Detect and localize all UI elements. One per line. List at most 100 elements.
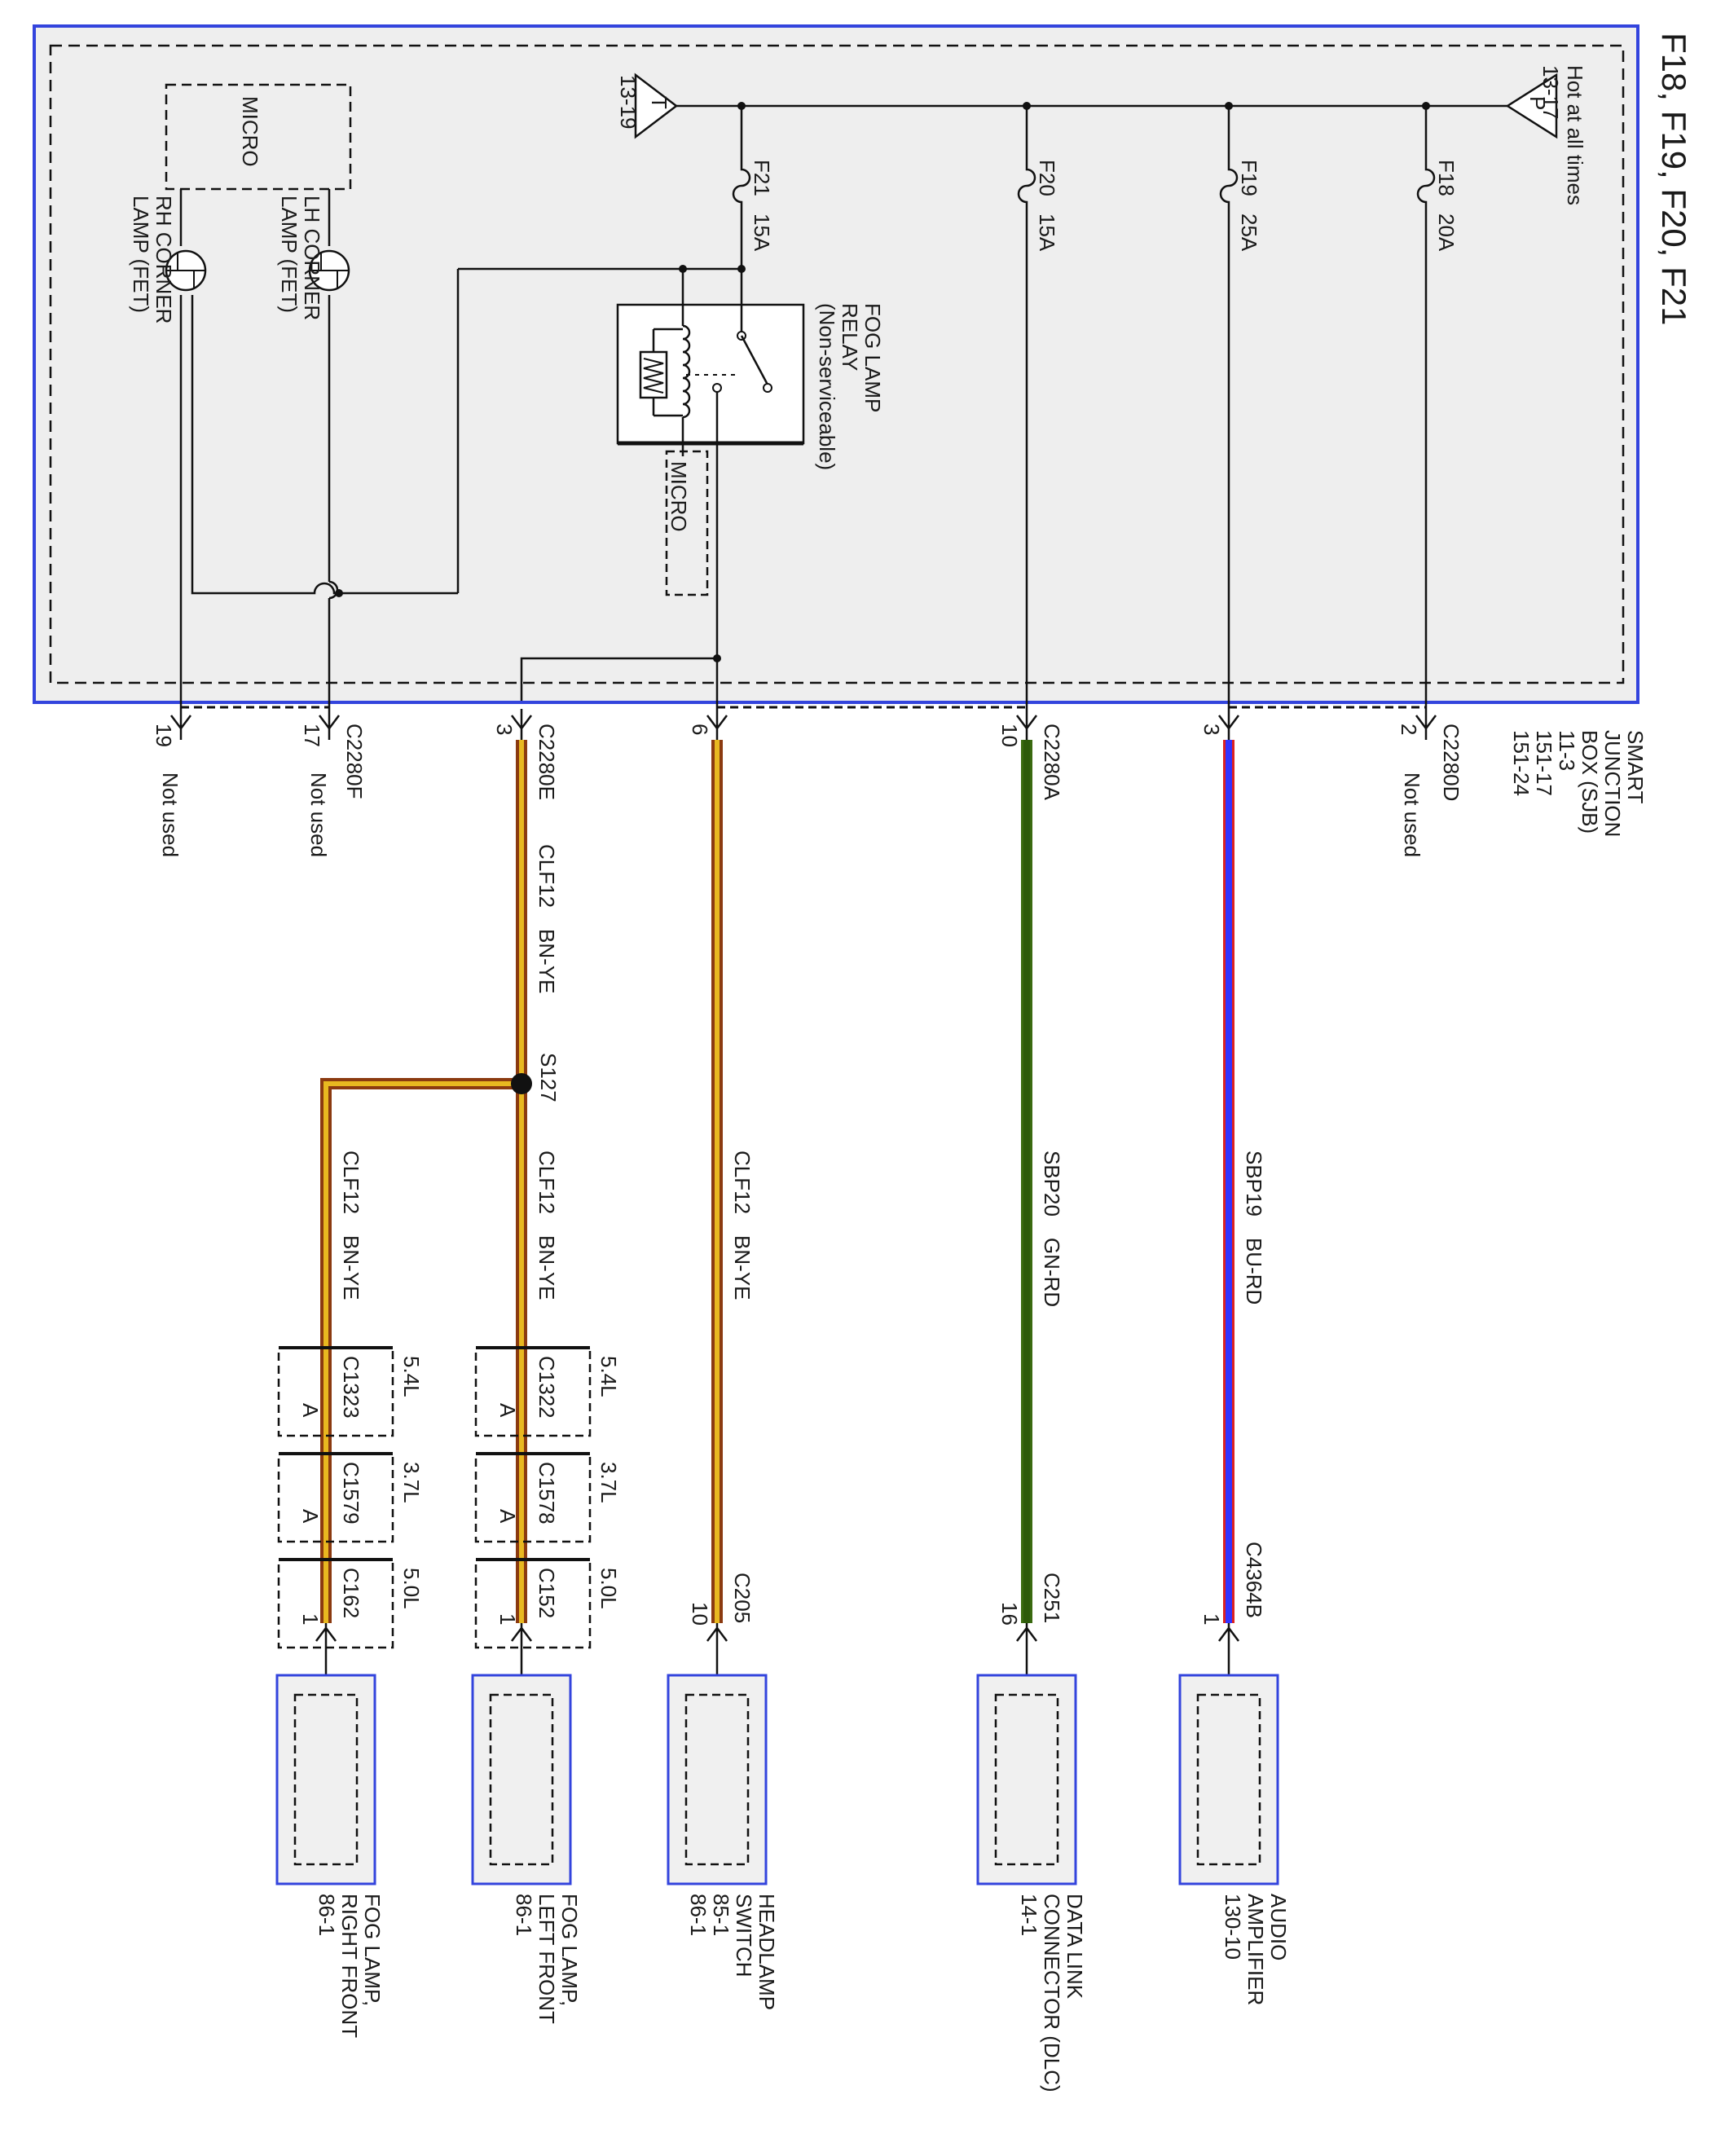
svg-text:86-1: 86-1 [315, 1894, 339, 1936]
pin-c2280d-num: 2 [1397, 724, 1421, 735]
svg-text:CONNECTOR (DLC): CONNECTOR (DLC) [1040, 1894, 1064, 2092]
svg-text:AMPLIFIER: AMPLIFIER [1243, 1894, 1268, 2005]
svg-text:AUDIO: AUDIO [1266, 1894, 1291, 1960]
sjb-pin-arrow-5 [319, 709, 340, 740]
left-c1-engine: 5.4L [596, 1356, 621, 1397]
hot-source-label: Hot at all times [1563, 65, 1587, 205]
sjb-pin-arrow-0 [1415, 709, 1437, 740]
fuse-f20-label: F20 [1035, 160, 1059, 196]
left-c1-conn: C1322 [535, 1356, 559, 1419]
comp-c251-pin: 16 [997, 1602, 1022, 1626]
left-c1-pin: A [495, 1403, 520, 1418]
comp-c205-conn: C205 [730, 1573, 755, 1623]
lh-fet-line1: LH CORNER [300, 196, 324, 320]
ref-source-letter: T [647, 96, 671, 109]
micro-block-label: MICRO [238, 96, 262, 167]
page-title: F18, F19, F20, F21 [1655, 33, 1693, 326]
relay-name: FOG LAMP [860, 303, 885, 412]
splice-s127-label: S127 [536, 1053, 561, 1102]
component-pin-arrow-2 [706, 1623, 728, 1675]
pin-c2280f-note: Not used [306, 772, 331, 857]
wire-clf12-headlamp-label: CLF12BN-YE [730, 1151, 755, 1300]
pin-19-num: 19 [152, 724, 176, 747]
pin-headlamp-num: 6 [688, 724, 712, 735]
pin-c2280e-conn: C2280E [535, 724, 559, 800]
sjb-pin-arrow-4 [511, 709, 532, 740]
svg-text:85-1: 85-1 [709, 1894, 733, 1936]
right-c2-pin: A [298, 1509, 323, 1524]
svg-text:FOG LAMP,: FOG LAMP, [360, 1894, 385, 2006]
fuse-f20-rating: 15A [1035, 213, 1059, 252]
pin-c2280a-num: 10 [997, 724, 1022, 747]
component-pin-arrows [315, 1623, 1239, 1675]
pin-c2280e-num: 3 [492, 724, 517, 735]
component-box-3 [471, 1674, 572, 1885]
svg-text:86-1: 86-1 [686, 1894, 711, 1936]
triangle-t-icon [634, 73, 679, 139]
ref-source-label: 13-19 [616, 75, 640, 130]
hot-source-ref: 13-17 [1538, 65, 1563, 120]
fuse-f19-label: F19 [1237, 160, 1261, 196]
sjb-label: SMART JUNCTION BOX (SJB) 11-3 151-17 151… [1509, 730, 1648, 837]
fuse-f18-rating: 20A [1434, 213, 1459, 252]
hot-source: P Hot at all times 13-17 [1505, 65, 1587, 205]
relay-output-wiring [344, 267, 742, 709]
wire-clf12-left-label: CLF12BN-YE [535, 1151, 559, 1300]
fuse-f18-label: F18 [1434, 160, 1459, 196]
lh-corner-fet-icon [308, 249, 350, 292]
left-c3-engine: 5.0L [596, 1568, 621, 1609]
sjb-pin-arrow-3 [706, 709, 728, 740]
component-pin-arrow-4 [315, 1623, 337, 1675]
left-c3-conn: C152 [535, 1568, 559, 1618]
right-c1-conn: C1323 [339, 1356, 363, 1419]
fuse-branches [732, 106, 1436, 709]
relay-line2: RELAY [838, 303, 862, 371]
wire-clf12-right-label: CLF12BN-YE [339, 1151, 363, 1300]
rh-corner-fet-icon [165, 249, 207, 292]
svg-text:LEFT FRONT: LEFT FRONT [535, 1894, 559, 2024]
hot-source-letter: P [1525, 96, 1550, 110]
comp-c4364b-conn: C4364B [1242, 1542, 1266, 1618]
relay-micro-label: MICRO [667, 461, 691, 532]
inline-divider-lines [279, 1346, 590, 1561]
fog-lamp-relay: FOG LAMP RELAY (Non-serviceable) [616, 269, 885, 658]
component-inner-0 [1196, 1693, 1261, 1866]
svg-text:FOG LAMP,: FOG LAMP, [557, 1894, 582, 2006]
svg-text:151-24: 151-24 [1509, 730, 1534, 796]
svg-text:14-1: 14-1 [1017, 1894, 1041, 1936]
relay-line3: (Non-serviceable) [815, 303, 839, 470]
ref-source: T 13-19 [616, 73, 679, 139]
left-c2-conn: C1578 [535, 1462, 559, 1525]
component-inner-2 [684, 1693, 750, 1866]
component-inner-3 [489, 1693, 554, 1866]
component-pin-arrow-3 [511, 1623, 532, 1675]
component-box-1 [976, 1674, 1077, 1885]
wire-clf12-upper-label: CLF12BN-YE [535, 844, 559, 994]
inline-connectors-right [277, 1346, 394, 1649]
components [275, 1674, 1279, 1885]
component-pin-arrow-0 [1218, 1623, 1239, 1675]
left-c3-pin: 1 [495, 1613, 520, 1625]
fet-wiring [179, 189, 344, 709]
component-pin-arrow-1 [1016, 1623, 1037, 1675]
fuse-f19-rating: 25A [1237, 213, 1261, 252]
pin-f19-num: 3 [1199, 724, 1224, 735]
right-c3-pin: 1 [298, 1613, 323, 1625]
svg-text:86-1: 86-1 [512, 1894, 536, 1936]
svg-text:SWITCH: SWITCH [732, 1894, 756, 1978]
pin-c2280f-conn: C2280F [342, 724, 367, 799]
left-c2-pin: A [495, 1509, 520, 1524]
right-c2-engine: 3.7L [399, 1462, 424, 1503]
triangle-p-icon [1505, 73, 1558, 139]
comp-c251-conn: C251 [1040, 1573, 1064, 1623]
svg-text:130-10: 130-10 [1221, 1894, 1245, 1960]
sjb-pin-arrow-6 [170, 709, 191, 740]
rh-fet-line1: RH CORNER [152, 196, 176, 323]
relay-micro: MICRO [665, 450, 709, 596]
pin-c2280f-num: 17 [300, 724, 324, 747]
right-c3-conn: C162 [339, 1568, 363, 1618]
wire-sbp20-label: SBP20GN-RD [1040, 1151, 1064, 1307]
rh-fet-line2: LAMP (FET) [129, 196, 153, 313]
component-inner-1 [994, 1693, 1059, 1866]
